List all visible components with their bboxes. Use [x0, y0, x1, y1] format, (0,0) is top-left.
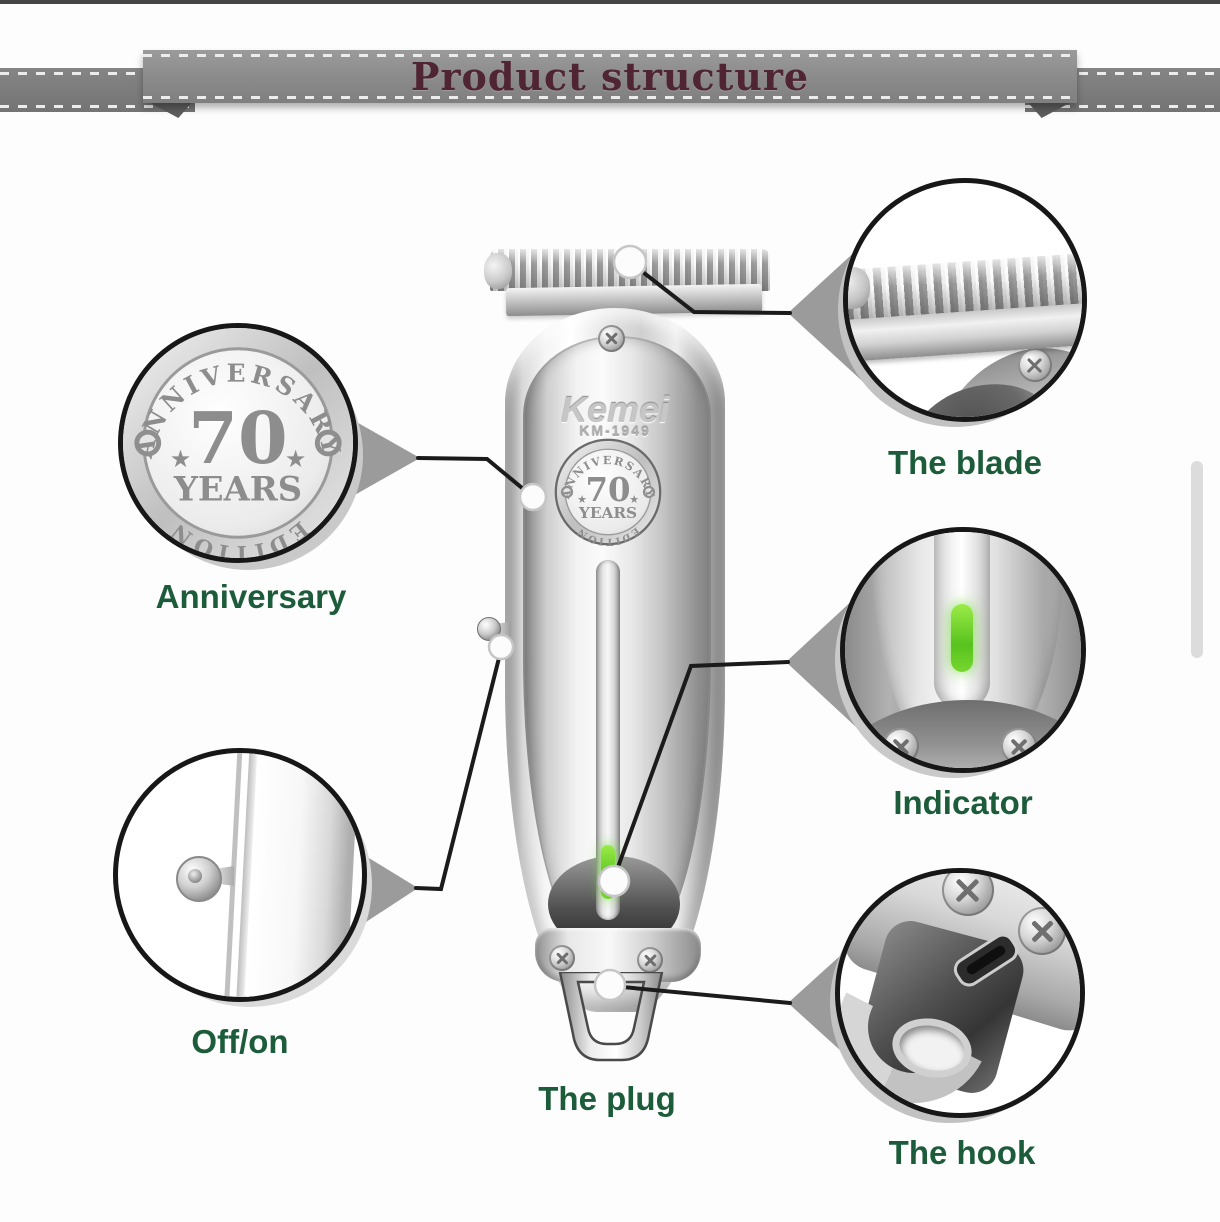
badge-dot-left: [134, 429, 162, 457]
led-indicator-zoom: [951, 604, 973, 672]
screw-icon: [942, 873, 994, 916]
top-edge-strip: [0, 0, 1220, 4]
badge-dot-right: [642, 485, 656, 499]
scrollbar-thumb[interactable]: [1191, 461, 1203, 658]
blade-heel: [484, 253, 512, 289]
model-number: KM-1949: [579, 423, 651, 439]
screw-icon: [1018, 348, 1052, 382]
anniversary-badge-zoom: ANNIVERSARY 70 ★ ★ YEARS EDITION: [123, 328, 353, 558]
screw-icon: [1018, 907, 1066, 955]
label-plug: The plug: [538, 1080, 676, 1117]
label-blade: The blade: [887, 444, 1043, 481]
label-anniversary: Anniversary: [155, 578, 347, 615]
screw-icon: [1001, 728, 1037, 764]
screw-icon: [883, 728, 919, 764]
screw-icon: [637, 947, 663, 973]
badge-years: YEARS: [578, 504, 637, 522]
badge-number: 70: [585, 471, 630, 509]
stitch-line: [143, 54, 1077, 57]
hanging-hook: [558, 972, 664, 1062]
star-icon: ★: [629, 494, 639, 506]
stitch-line: [1025, 72, 1220, 75]
hook-shape: [558, 972, 664, 1062]
led-indicator: [601, 845, 615, 899]
label-offon: Off/on: [191, 1023, 289, 1060]
screw-icon: [549, 945, 575, 971]
badge-dot-left: [560, 485, 574, 499]
brand-logo: Kemei: [560, 389, 670, 430]
anniversary-badge-on-body: ANNIVERSARY 70 ★ ★ YEARS EDITION: [554, 438, 662, 546]
callout-circle-offon: [113, 748, 367, 1002]
callout-circle-blade: [843, 178, 1087, 422]
stitch-line: [143, 96, 1077, 99]
banner-title: Product structure: [410, 54, 810, 99]
label-hook: The hook: [888, 1134, 1036, 1171]
power-button-zoom: [176, 856, 222, 902]
ribbon-center: [143, 50, 1077, 103]
screw-icon: [598, 325, 625, 352]
badge-number: 70: [188, 396, 287, 480]
callout-line-offon: [414, 648, 503, 892]
callout-circle-hook: [835, 868, 1085, 1118]
label-indicator: Indicator: [893, 784, 1033, 821]
callout-circle-anniversary: ANNIVERSARY 70 ★ ★ YEARS EDITION: [118, 323, 358, 563]
stitch-line: [0, 72, 195, 75]
stitch-line: [1025, 105, 1220, 108]
offon-zoom-body-band: [244, 753, 360, 997]
power-button: [477, 617, 501, 641]
stitch-line: [0, 105, 195, 108]
star-icon: ★: [170, 446, 191, 473]
badge-years: YEARS: [173, 469, 302, 509]
star-icon: ★: [577, 494, 587, 506]
callout-circle-indicator: [840, 527, 1086, 773]
